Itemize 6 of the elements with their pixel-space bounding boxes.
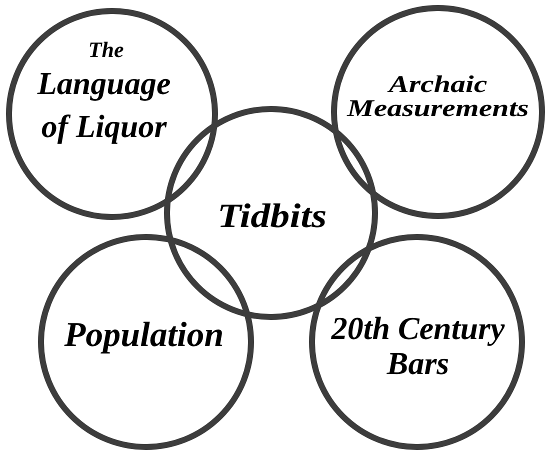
- circle-label: The: [87, 38, 125, 62]
- circle-label: Tidbits: [216, 198, 328, 236]
- circle-label: Archaic Measurements: [346, 73, 530, 121]
- circle-label: Language of Liquor: [36, 64, 172, 146]
- circle-label: Population: [63, 316, 225, 354]
- circle-label: 20th Century Bars: [330, 311, 506, 382]
